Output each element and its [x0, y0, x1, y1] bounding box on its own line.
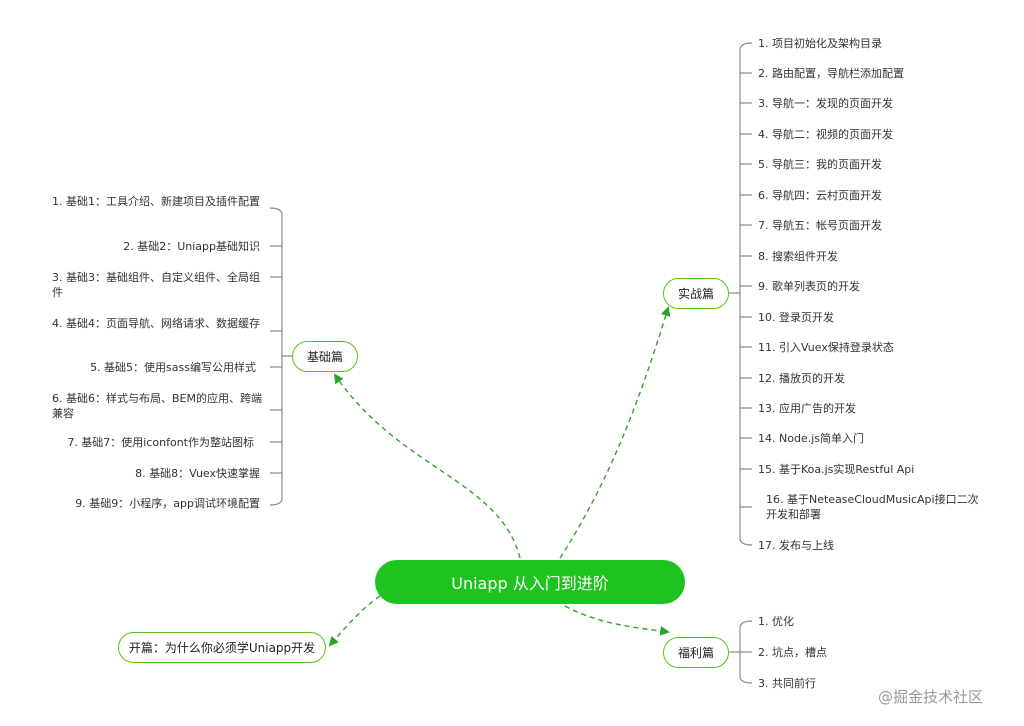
- shizhan-item-5: 5. 导航三：我的页面开发: [758, 158, 882, 171]
- shizhan-item-1: 1. 项目初始化及架构目录: [758, 37, 882, 50]
- shizhan-item-7: 7. 导航五：帐号页面开发: [758, 219, 882, 232]
- fuli-item-3: 3. 共同前行: [758, 677, 816, 690]
- jichu-item-7: 7. 基础7：使用iconfont作为整站图标: [67, 436, 254, 449]
- watermark: @掘金技术社区: [878, 688, 984, 706]
- shizhan-item-10: 10. 登录页开发: [758, 311, 834, 324]
- jichu-bracket: [281, 215, 292, 498]
- shizhan-item-6: 6. 导航四：云村页面开发: [758, 189, 882, 202]
- fuli-item-1: 1. 优化: [758, 615, 794, 628]
- jichu-item-9: 9. 基础9：小程序，app调试环境配置: [75, 497, 260, 510]
- shizhan-item-3: 3. 导航一：发现的页面开发: [758, 97, 893, 110]
- branch-kaipian[interactable]: 开篇：为什么你必须学Uniapp开发: [118, 632, 326, 663]
- jichu-item-8: 8. 基础8：Vuex快速掌握: [135, 467, 260, 480]
- jichu-item-3: 3. 基础3：基础组件、自定义组件、全局组件: [52, 271, 260, 299]
- jichu-item-6: 6. 基础6：样式与布局、BEM的应用、跨端兼容: [52, 392, 262, 420]
- shizhan-item-15: 15. 基于Koa.js实现Restful Api: [758, 463, 915, 476]
- root-node[interactable]: Uniapp 从入门到进阶: [375, 560, 685, 604]
- fuli-bracket: [729, 628, 741, 676]
- shizhan-item-14: 14. Node.js简单入门: [758, 432, 864, 445]
- shizhan-item-17: 17. 发布与上线: [758, 539, 834, 552]
- jichu-item-1: 1. 基础1：工具介绍、新建项目及插件配置: [52, 195, 260, 208]
- jichu-item-4: 4. 基础4：页面导航、网络请求、数据缓存: [52, 317, 260, 330]
- shizhan-item-12: 12. 播放页的开发: [758, 372, 845, 385]
- jichu-item-5: 5. 基础5：使用sass编写公用样式: [90, 361, 256, 374]
- shizhan-item-11: 11. 引入Vuex保持登录状态: [758, 341, 894, 354]
- link-to-shizhan: [559, 306, 671, 559]
- link-to-jichu: [333, 373, 521, 559]
- bracket-lines: [269, 42, 753, 684]
- shizhan-item-4: 4. 导航二：视频的页面开发: [758, 128, 893, 141]
- shizhan-item-16: 16. 基于NeteaseCloudMusicApi接口二次开发和部署: [766, 493, 979, 521]
- fuli-item-2: 2. 坑点，槽点: [758, 646, 827, 659]
- shizhan-bracket: [729, 50, 741, 538]
- shizhan-item-2: 2. 路由配置，导航栏添加配置: [758, 67, 904, 80]
- link-to-kaipian: [328, 595, 381, 647]
- branch-fuli[interactable]: 福利篇: [663, 637, 729, 668]
- branch-jichu[interactable]: 基础篇: [292, 341, 358, 372]
- shizhan-item-8: 8. 搜索组件开发: [758, 250, 838, 263]
- shizhan-item-9: 9. 歌单列表页的开发: [758, 280, 860, 293]
- shizhan-item-13: 13. 应用广告的开发: [758, 402, 856, 415]
- jichu-item-2: 2. 基础2：Uniapp基础知识: [123, 240, 260, 253]
- branch-shizhan[interactable]: 实战篇: [663, 278, 729, 309]
- link-to-fuli: [564, 605, 670, 636]
